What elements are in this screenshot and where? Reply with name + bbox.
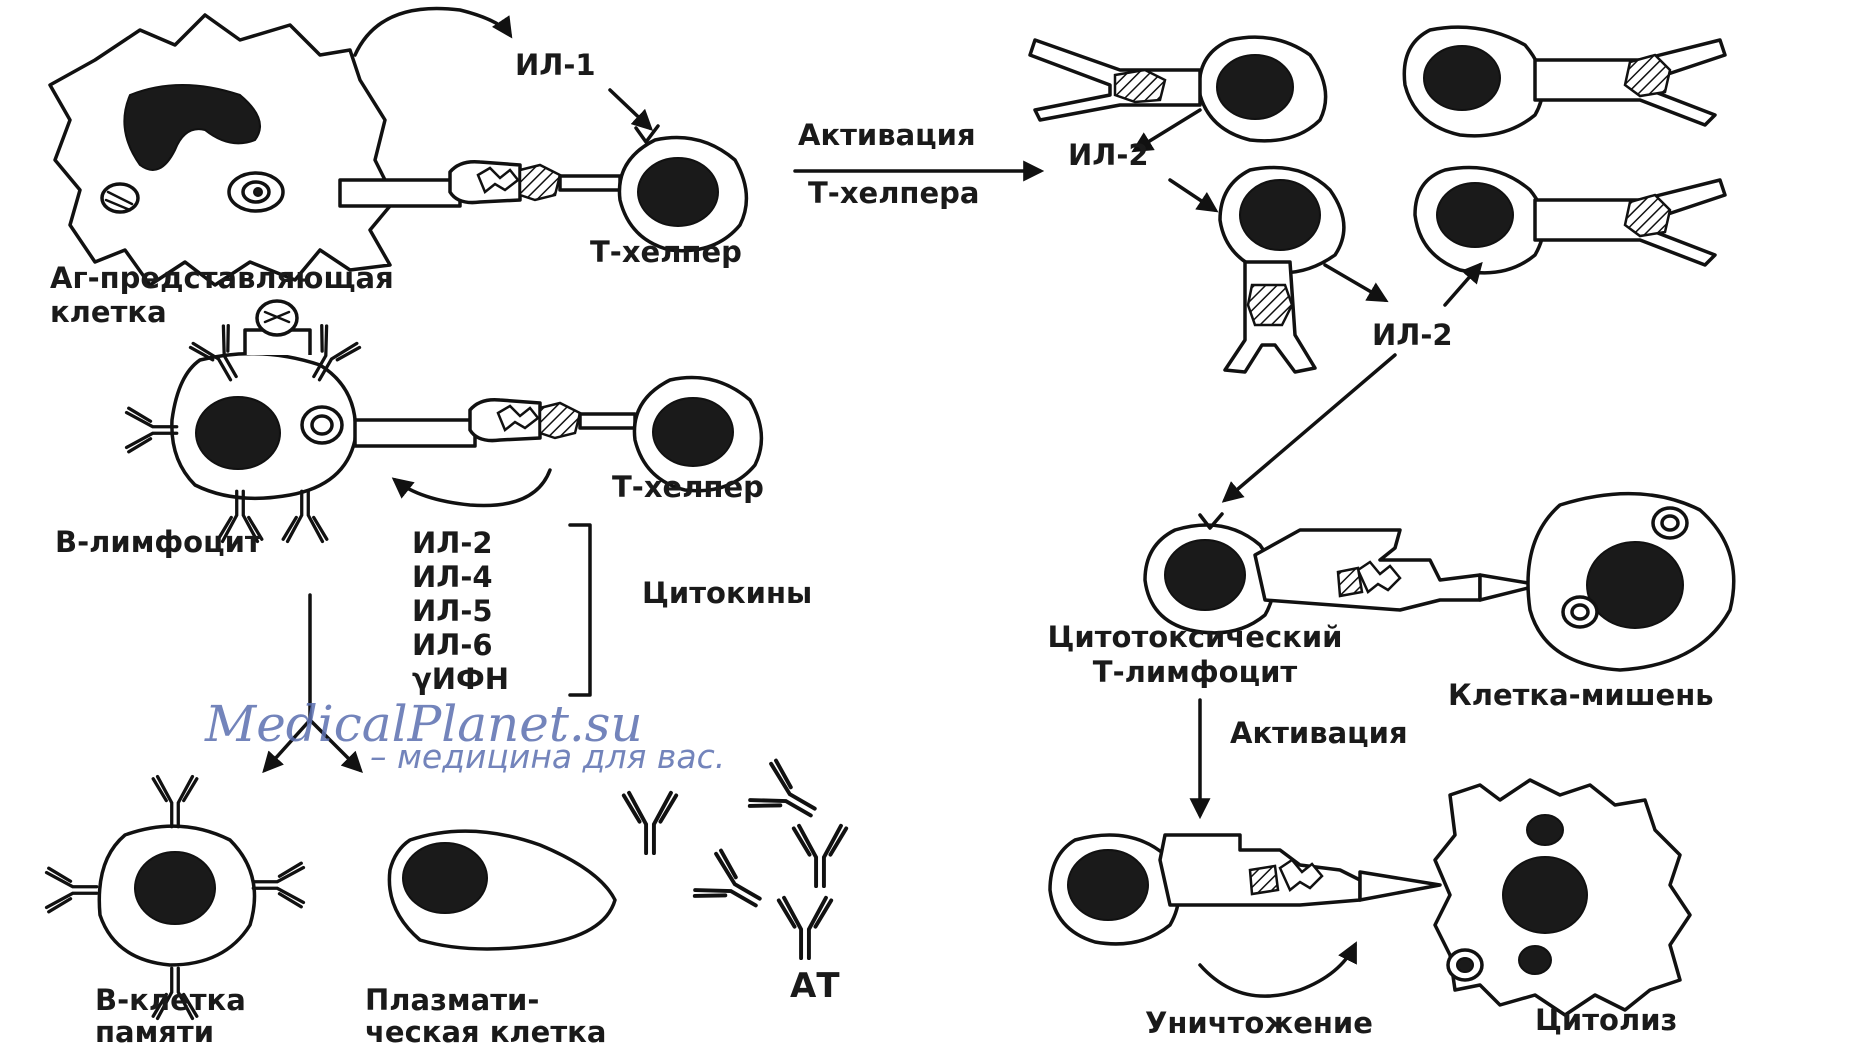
tcr-mhc-complex-top	[450, 162, 620, 203]
activated-ctl-cell	[1050, 835, 1440, 944]
proliferating-helper-3	[1220, 168, 1344, 373]
proliferating-helper-4	[1415, 168, 1725, 273]
plasma-label-line1: Плазмати-	[365, 985, 539, 1017]
b-lymphocyte-cell	[127, 301, 475, 541]
b-lymphocyte-label: В-лимфоцит	[55, 527, 262, 559]
t-helper-top-cell	[619, 126, 746, 251]
free-antibodies	[624, 759, 846, 958]
apc-label-line1: Аг-представляющая	[50, 263, 394, 295]
target-cell-label: Клетка-мишень	[1448, 680, 1714, 712]
memory-b-label-line2: памяти	[95, 1017, 214, 1049]
il2-top-label: ИЛ-2	[1068, 140, 1149, 172]
tcr-mhc-complex-mid	[470, 400, 635, 441]
lysed-cell	[1435, 780, 1690, 1015]
cytokine-feedback-arrow	[395, 470, 550, 506]
proliferating-helper-2	[1404, 27, 1725, 136]
activation-th-label-line2: Т-хелпера	[808, 178, 979, 210]
t-helper-mid-label: Т-хелпер	[612, 472, 764, 504]
il2-arrow-c	[1325, 265, 1385, 300]
cytokine-item: ИЛ-6	[412, 630, 493, 662]
ctl-cell	[1145, 514, 1540, 633]
cytokine-item: γИФН	[412, 664, 509, 696]
activation-th-label-line1: Активация	[798, 120, 976, 152]
destruction-label: Уничтожение	[1145, 1008, 1373, 1040]
memory-b-label-line1: В-клетка	[95, 985, 246, 1017]
cytokine-item: ИЛ-4	[412, 562, 493, 594]
plasma-cell	[389, 831, 615, 949]
cytokines-title: Цитокины	[642, 578, 812, 610]
ctl-label-line2: Т-лимфоцит	[1010, 657, 1380, 689]
t-helper-top-label: Т-хелпер	[590, 237, 742, 269]
watermark-tagline: – медицина для вас.	[370, 737, 725, 776]
activation-ctl-label: Активация	[1230, 718, 1408, 750]
apc-cell	[50, 15, 460, 285]
il2-to-ctl-arrow	[1225, 355, 1395, 500]
plasma-label-line2: ческая клетка	[365, 1017, 606, 1049]
ctl-label-line1: Цитотоксический	[1010, 622, 1380, 654]
cytolysis-label: Цитолиз	[1535, 1005, 1677, 1037]
il2-arrow-b	[1170, 180, 1215, 210]
target-cell	[1528, 494, 1734, 670]
il1-label: ИЛ-1	[515, 50, 596, 82]
cytokine-item: ИЛ-2	[412, 528, 493, 560]
il2-mid-label: ИЛ-2	[1372, 320, 1453, 352]
apc-label-line2: клетка	[50, 297, 167, 329]
il1-arc-arrow	[355, 8, 510, 55]
cytokine-bracket	[570, 525, 590, 695]
destruction-arc-arrow	[1200, 945, 1355, 996]
antibodies-label: АТ	[790, 968, 840, 1005]
cytokine-item: ИЛ-5	[412, 596, 493, 628]
il1-to-th-arrow	[610, 90, 650, 128]
